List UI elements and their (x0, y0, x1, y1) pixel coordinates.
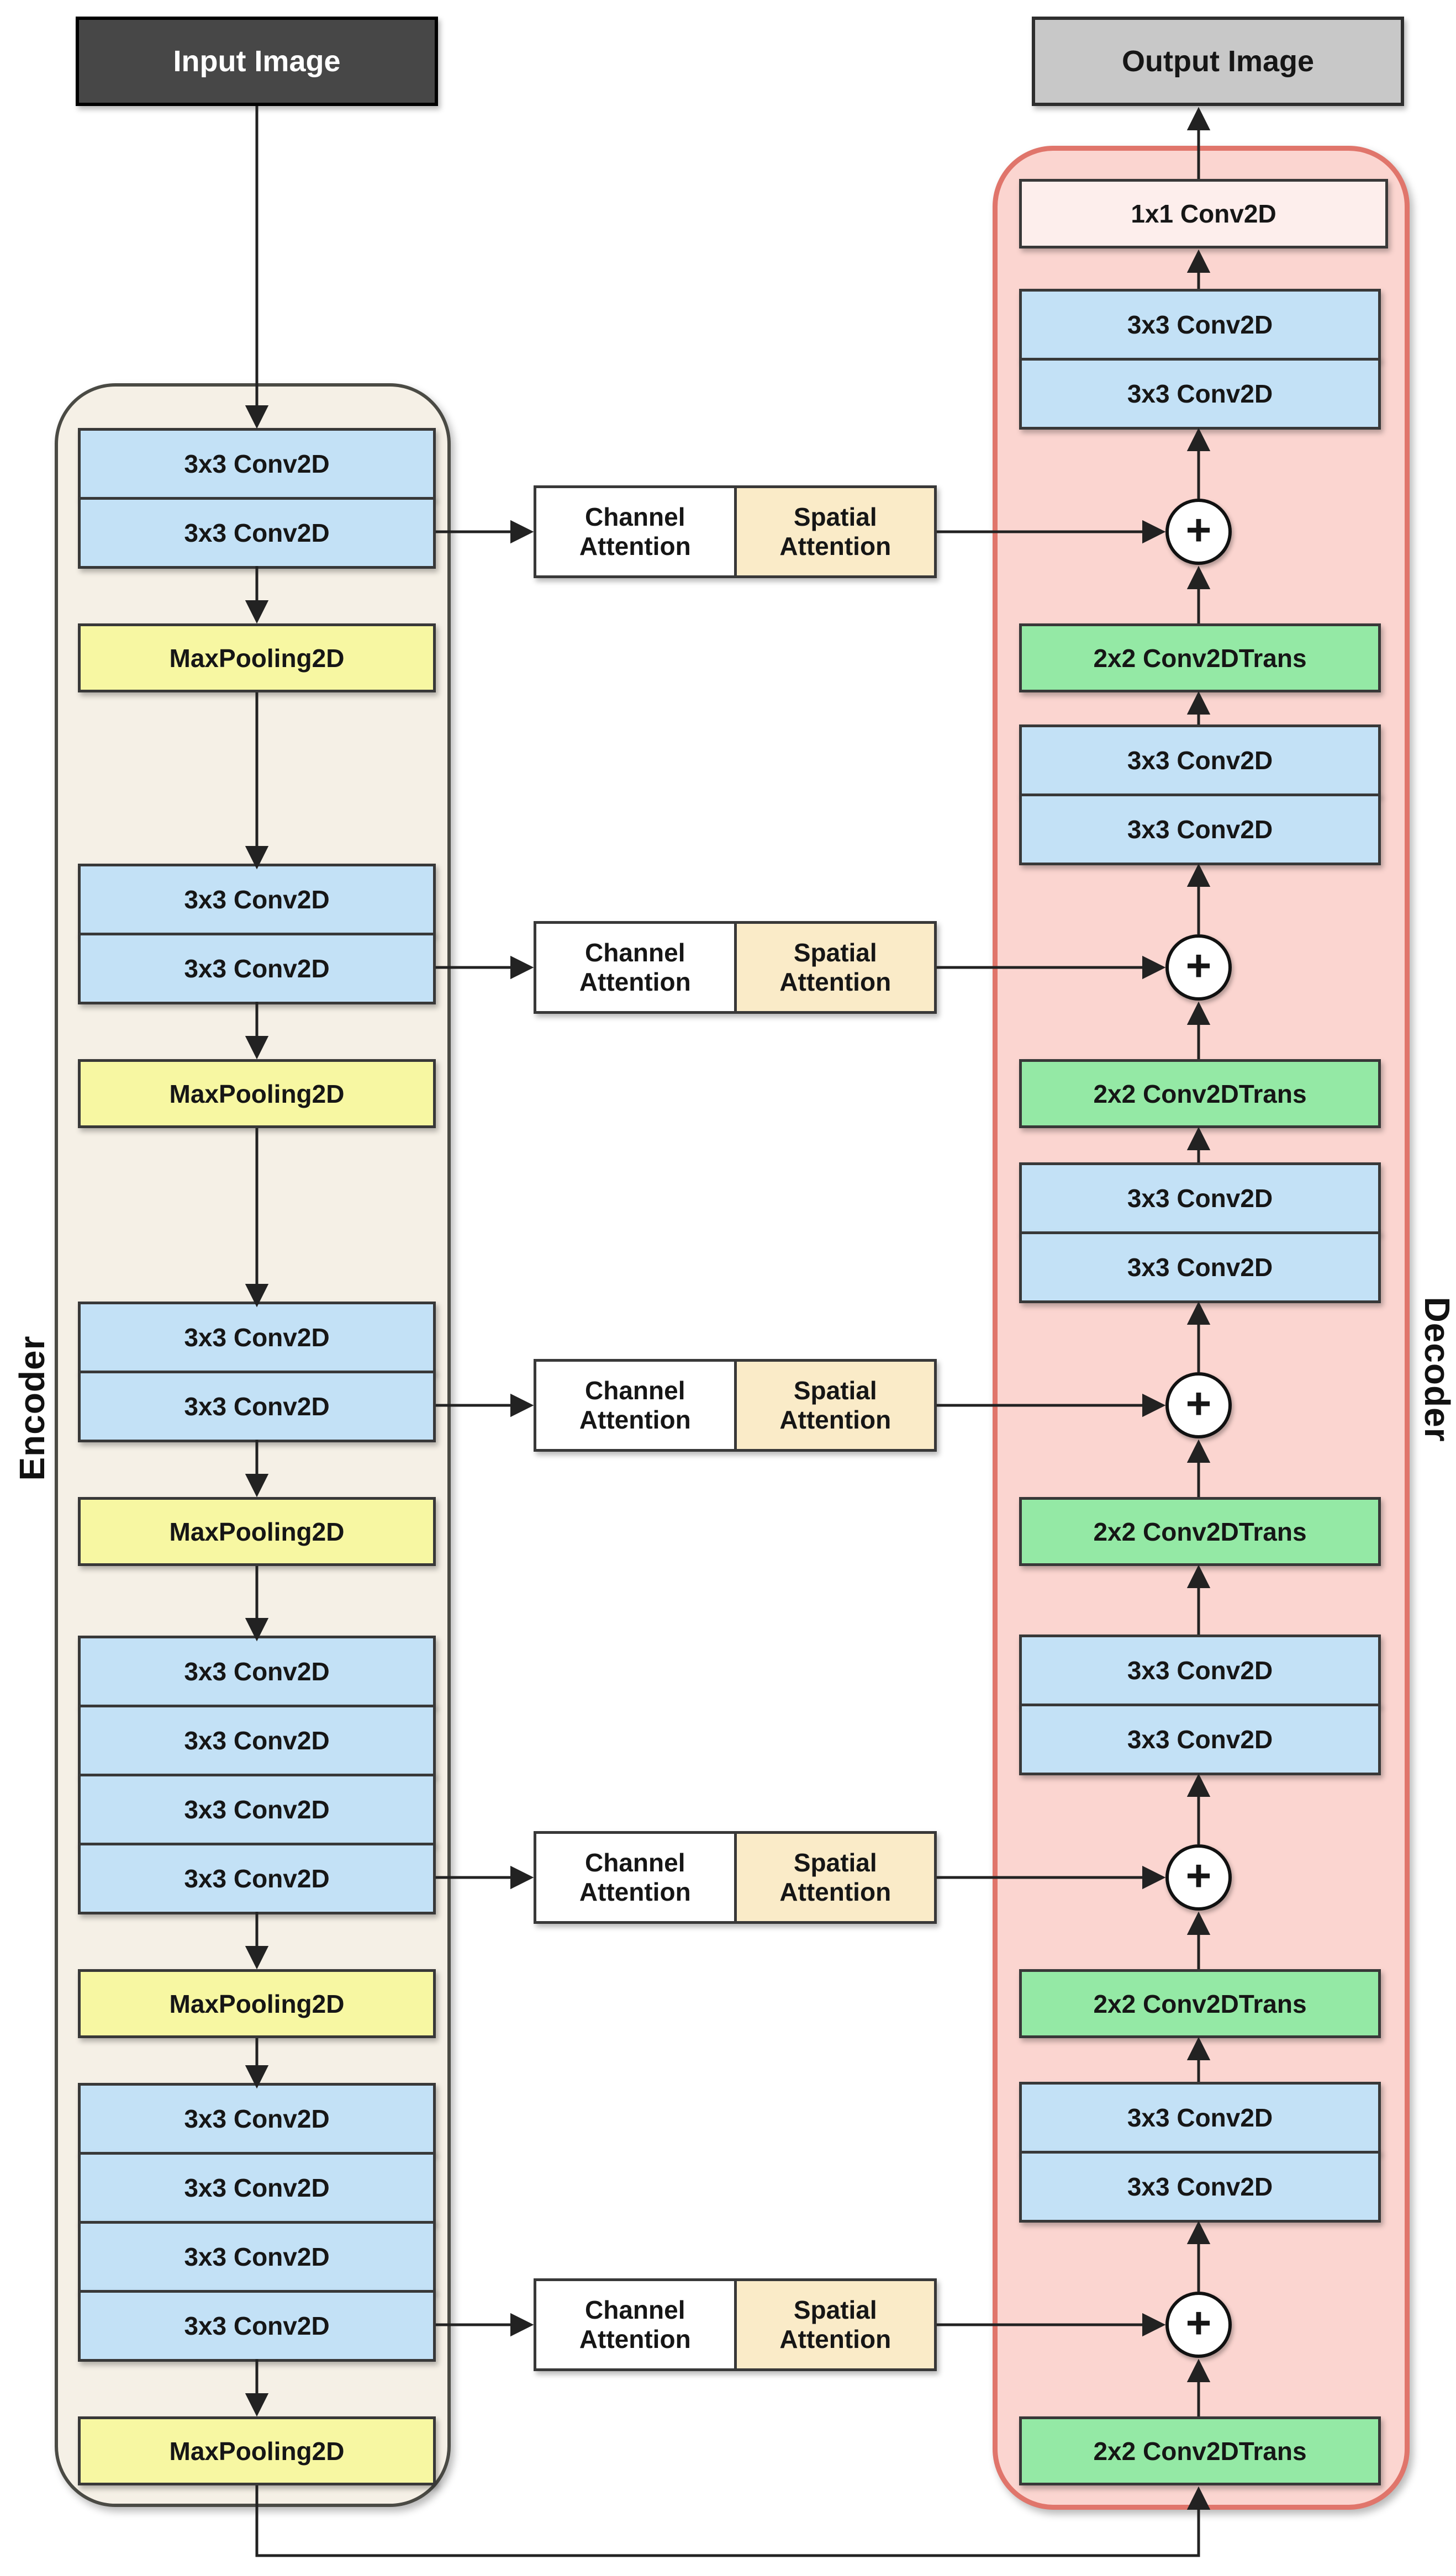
spatial-attention-line1: Spatial (793, 1848, 877, 1877)
encoder-conv-block: 3x3 Conv2D (78, 1774, 436, 1845)
input-image-node: Input Image (76, 17, 438, 106)
conv-transpose-block: 2x2 Conv2DTrans (1019, 1497, 1381, 1566)
channel-attention-line1: Channel (585, 2295, 685, 2324)
channel-attention-line2: Attention (579, 1877, 691, 1906)
encoder-conv-block: 3x3 Conv2D (78, 1371, 436, 1442)
decoder-conv-block: 3x3 Conv2D (1019, 1162, 1381, 1234)
channel-attention-line2: Attention (579, 2325, 691, 2353)
maxpooling-block: MaxPooling2D (78, 1969, 436, 2038)
encoder-conv-block: 3x3 Conv2D (78, 864, 436, 935)
channel-attention-line1: Channel (585, 938, 685, 967)
maxpooling-block: MaxPooling2D (78, 1497, 436, 1566)
conv-1x1-block: 1x1 Conv2D (1019, 179, 1388, 248)
channel-attention-line1: Channel (585, 1848, 685, 1877)
encoder-conv-block: 3x3 Conv2D (78, 2083, 436, 2155)
decoder-conv-block: 3x3 Conv2D (1019, 358, 1381, 430)
spatial-attention-line2: Attention (779, 1405, 891, 1434)
channel-attention-line2: Attention (579, 967, 691, 996)
output-image-node: Output Image (1032, 17, 1404, 106)
encoder-label: Encoder (12, 1335, 52, 1481)
channel-attention-line2: Attention (579, 532, 691, 560)
encoder-conv-block: 3x3 Conv2D (78, 2290, 436, 2362)
decoder-conv-block: 3x3 Conv2D (1019, 289, 1381, 361)
spatial-attention-line2: Attention (779, 532, 891, 560)
encoder-conv-block: 3x3 Conv2D (78, 497, 436, 569)
channel-attention-line1: Channel (585, 502, 685, 531)
maxpooling-block: MaxPooling2D (78, 1059, 436, 1128)
spatial-attention-line1: Spatial (793, 1376, 877, 1405)
encoder-conv-block: 3x3 Conv2D (78, 1705, 436, 1776)
merge-plus-node: + (1165, 2292, 1232, 2358)
encoder-conv-block: 3x3 Conv2D (78, 933, 436, 1004)
decoder-conv-block: 3x3 Conv2D (1019, 794, 1381, 865)
encoder-conv-block: 3x3 Conv2D (78, 428, 436, 500)
spatial-attention-line2: Attention (779, 1877, 891, 1906)
merge-plus-node: + (1165, 499, 1232, 565)
decoder-label: Decoder (1417, 1297, 1456, 1442)
decoder-conv-block: 3x3 Conv2D (1019, 2082, 1381, 2154)
channel-attention-line2: Attention (579, 1405, 691, 1434)
merge-plus-node: + (1165, 1844, 1232, 1911)
decoder-conv-block: 3x3 Conv2D (1019, 1704, 1381, 1775)
maxpooling-block: MaxPooling2D (78, 2416, 436, 2485)
decoder-conv-block: 3x3 Conv2D (1019, 1231, 1381, 1303)
encoder-conv-block: 3x3 Conv2D (78, 1636, 436, 1707)
encoder-conv-block: 3x3 Conv2D (78, 2152, 436, 2224)
maxpooling-block: MaxPooling2D (78, 623, 436, 692)
conv-transpose-block: 2x2 Conv2DTrans (1019, 1059, 1381, 1128)
decoder-conv-block: 3x3 Conv2D (1019, 2151, 1381, 2223)
spatial-attention-line1: Spatial (793, 2295, 877, 2324)
conv-transpose-block: 2x2 Conv2DTrans (1019, 1969, 1381, 2038)
spatial-attention-line2: Attention (779, 2325, 891, 2353)
spatial-attention-line1: Spatial (793, 502, 877, 531)
encoder-conv-block: 3x3 Conv2D (78, 1302, 436, 1373)
channel-attention-line1: Channel (585, 1376, 685, 1405)
conv-transpose-block: 2x2 Conv2DTrans (1019, 623, 1381, 692)
spatial-attention-line1: Spatial (793, 938, 877, 967)
conv-transpose-block: 2x2 Conv2DTrans (1019, 2416, 1381, 2485)
encoder-conv-block: 3x3 Conv2D (78, 2221, 436, 2293)
decoder-conv-block: 3x3 Conv2D (1019, 1635, 1381, 1706)
spatial-attention-line2: Attention (779, 967, 891, 996)
merge-plus-node: + (1165, 1372, 1232, 1438)
merge-plus-node: + (1165, 934, 1232, 1001)
decoder-conv-block: 3x3 Conv2D (1019, 724, 1381, 796)
encoder-conv-block: 3x3 Conv2D (78, 1843, 436, 1914)
